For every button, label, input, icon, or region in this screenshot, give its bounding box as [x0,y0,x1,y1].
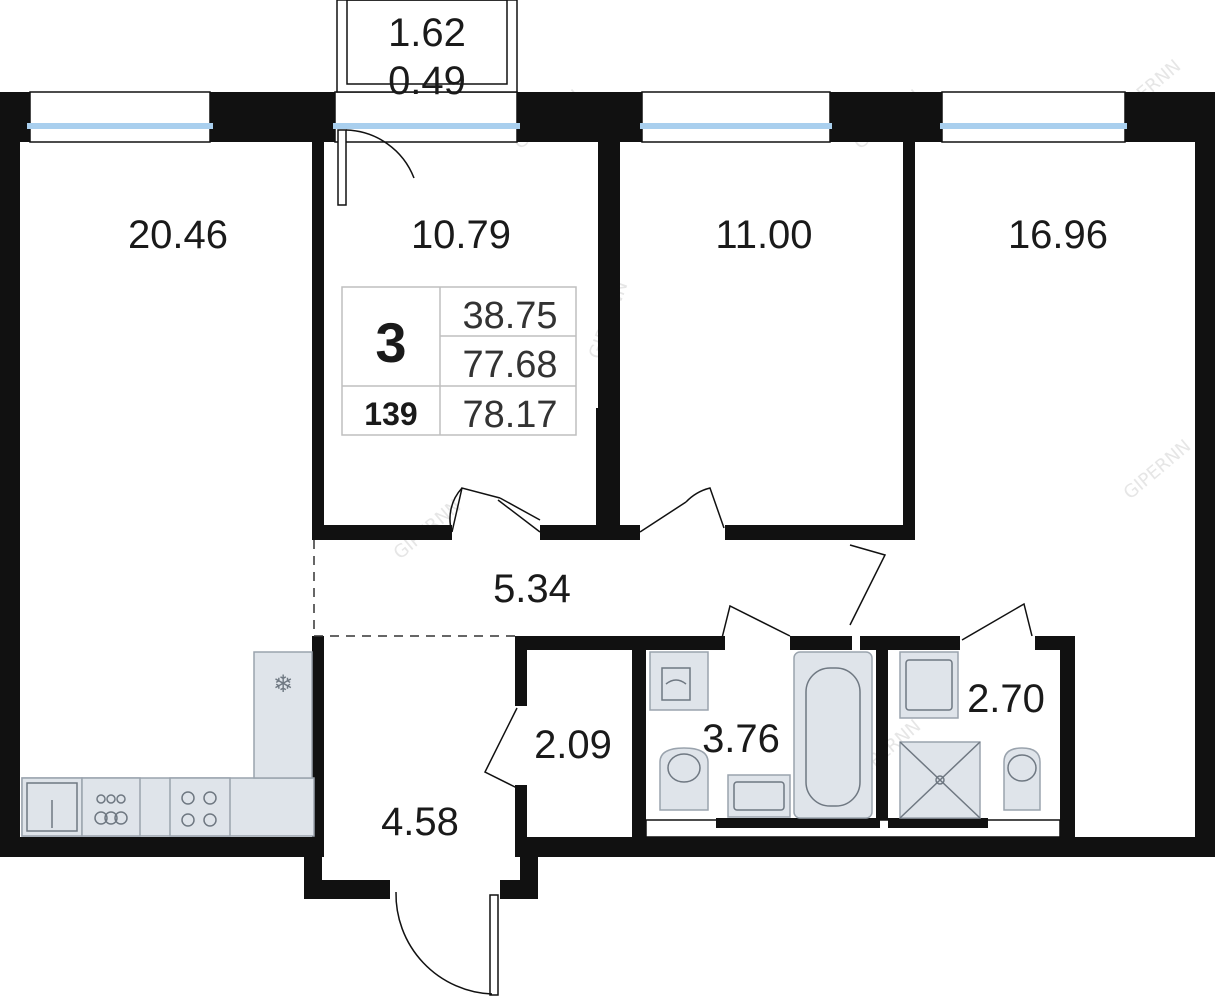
bathtub [793,651,873,819]
shower-drain [935,775,945,785]
entrance-door-swing [395,891,493,995]
balcony-door-swing [345,129,415,179]
wall-partition [598,142,606,412]
wc-washbasin-icon [905,659,953,711]
door-leaf [849,544,887,626]
wall-partition [632,636,646,837]
toilet-seat [667,753,701,783]
wall-segment [210,92,335,142]
bathtub-basin [805,667,861,807]
balcony-door-leaf [337,129,347,206]
room-area-bedroom-1: 10.79 [411,213,511,257]
wall-entrance [304,880,390,899]
apartment-number: 139 [364,396,417,432]
wall-partition [515,636,527,706]
washbasin-icon [733,781,785,811]
wall-partition [716,818,880,828]
wall-segment [830,92,942,142]
living-area: 38.75 [462,295,557,337]
room-area-bathroom: 3.76 [702,717,780,761]
door-swing [685,487,725,529]
room-area-bedroom-3: 16.96 [1008,213,1108,257]
wc-toilet-seat [1007,754,1037,782]
wall-partition [312,525,452,540]
door-leaf [721,604,791,639]
bathroom-fixtures [649,651,873,819]
washing-machine-icon [661,667,691,701]
hallway-boundary [313,540,515,637]
wc-washbasin [899,651,959,719]
window [29,91,211,143]
fridge [253,651,313,779]
interior-walls [312,142,1075,857]
entrance-door-leaf [489,894,499,996]
snowflake-icon: ❄ [273,670,293,698]
wall-entrance [500,880,538,899]
wall-partition [540,525,618,540]
wc-fixtures [899,651,1041,819]
room-area-living-kitchen: 20.46 [128,213,228,257]
wall-partition [790,636,852,650]
window [641,91,831,143]
rooms-count: 3 [375,311,406,374]
sink-icon [26,782,78,832]
total-area-with-balcony: 78.17 [462,394,557,436]
door-leaf [961,602,1033,641]
wall-partition [725,525,915,540]
wall-partition [1060,638,1075,838]
room-area-bedroom-2: 11.00 [715,213,812,257]
wall-partition [618,525,640,540]
wall-partition [312,636,324,857]
window [941,91,1126,143]
doors [395,487,1033,996]
room-area-entrance: 4.58 [381,800,459,844]
wall-partition [606,142,620,532]
balcony-reduced-area: 0.49 [388,59,466,103]
wall-bottom-right [520,837,1215,857]
wall-bottom-left [0,837,322,857]
room-area-wc: 2.70 [967,677,1045,721]
balcony-outline [336,0,518,93]
toilet [659,747,709,811]
wall-partition [1035,636,1075,650]
wall-partition [903,142,915,540]
stove [169,777,231,837]
summary-card-frame [341,286,577,436]
wall-partition [860,636,960,650]
wall-partition [312,142,324,540]
wall-segment [517,92,642,142]
wall-partition [515,636,725,650]
wall-partition [515,785,527,857]
room-area-storage: 2.09 [534,723,612,767]
watermark-text: GIPERNN [1120,436,1195,504]
outer-walls [0,92,1215,899]
door-swing [499,497,541,521]
windows [27,91,1127,143]
balcony-area: 1.62 [388,11,466,55]
balcony-rail [346,0,508,85]
stove-burners-icon [181,791,217,827]
dishwasher [81,777,141,837]
shower-icon [899,741,981,819]
door-leaf [639,501,687,533]
room-area-hallway: 5.34 [493,567,571,611]
summary-card: 3 139 38.75 77.68 78.17 [341,286,577,436]
dishwasher-icon [94,794,128,825]
wall-right [1195,92,1215,857]
room-labels: 1.62 0.49 20.46 10.79 11.00 16.96 5.34 4… [128,11,1108,844]
door-leaf [497,499,541,533]
wall-partition [888,818,988,828]
total-area: 77.68 [462,344,557,386]
wall-partition [876,636,888,837]
wc-toilet [1003,747,1041,811]
door-leaf [483,707,518,789]
kitchen-fixtures: ❄ [21,651,315,837]
balcony [336,0,518,206]
wall-left [0,92,20,857]
door-swing [449,487,463,533]
